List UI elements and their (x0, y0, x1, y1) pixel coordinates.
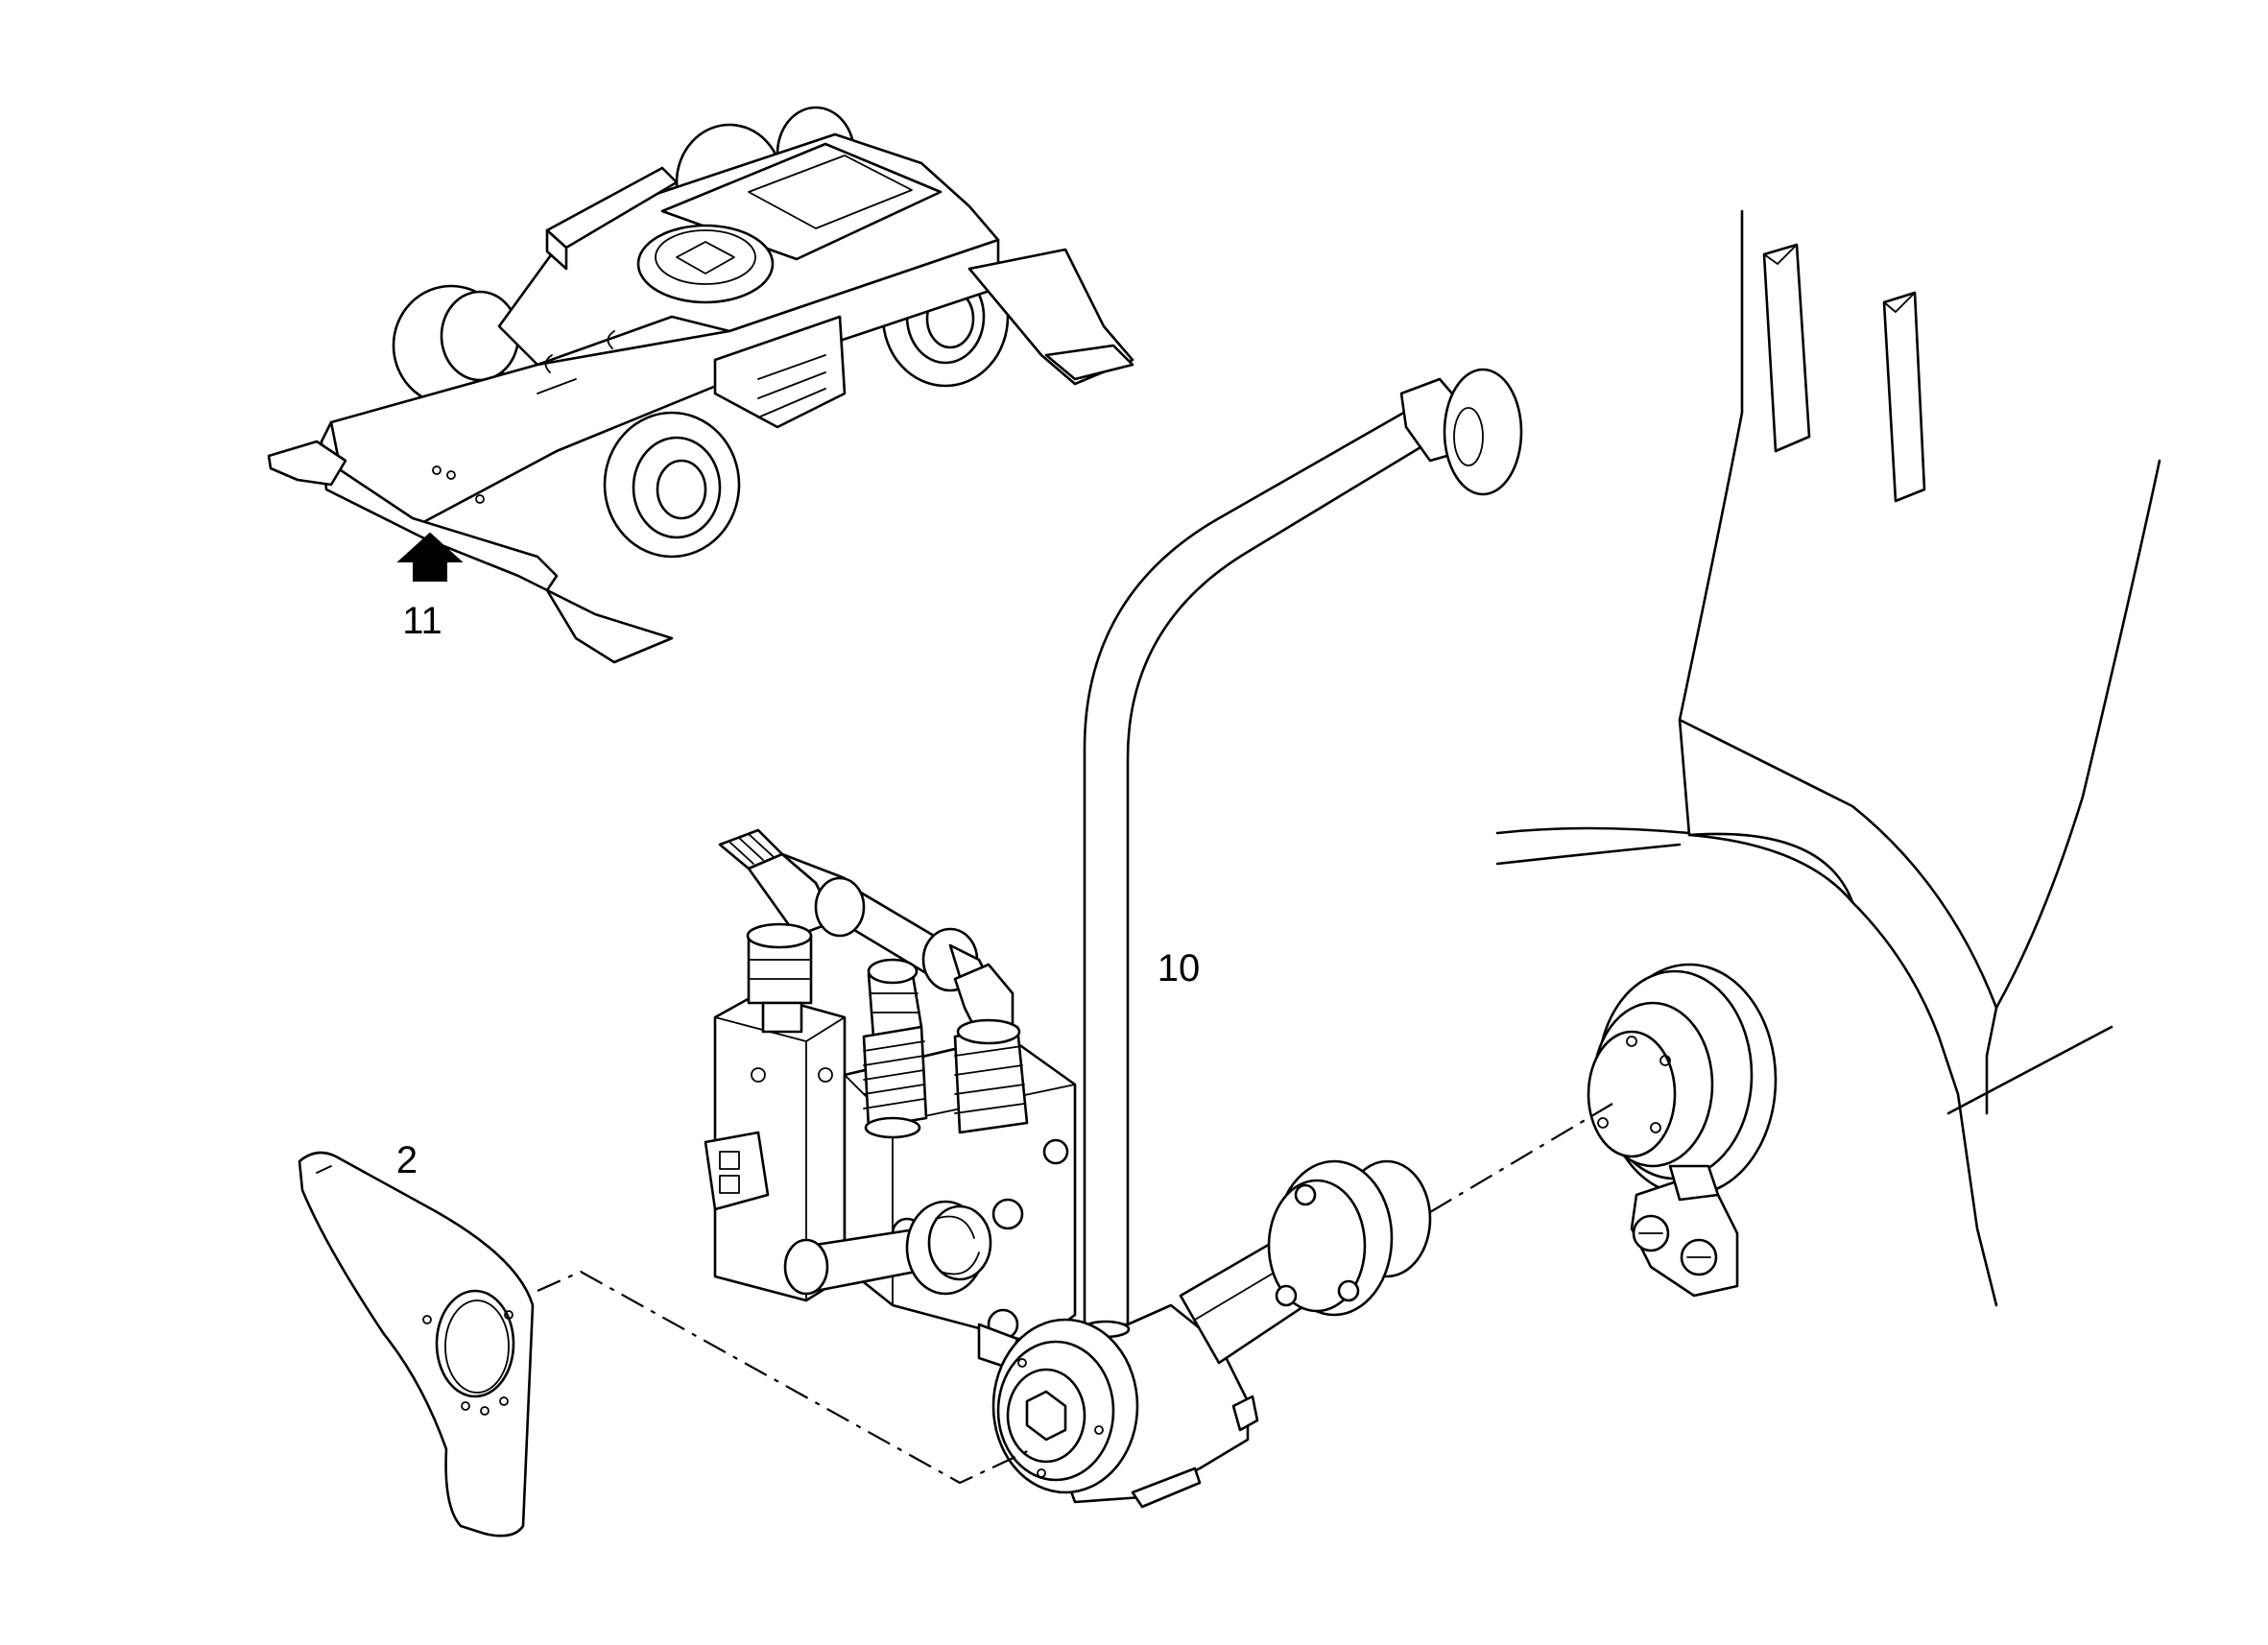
vehicle-body (1495, 209, 2161, 1307)
drive-cart (267, 106, 1134, 664)
center-lines (537, 1103, 1613, 1485)
pump-body (991, 1159, 1432, 1509)
pipe (1083, 368, 1523, 1326)
hub-assembly (1587, 963, 1778, 1298)
mounting-plate (298, 1151, 535, 1538)
up-arrow-icon (396, 532, 464, 582)
label-pipe: 10 (1158, 947, 1201, 989)
label-plate: 2 (396, 1139, 418, 1181)
fittings (718, 828, 1029, 1139)
label-cart: 11 (402, 600, 442, 642)
